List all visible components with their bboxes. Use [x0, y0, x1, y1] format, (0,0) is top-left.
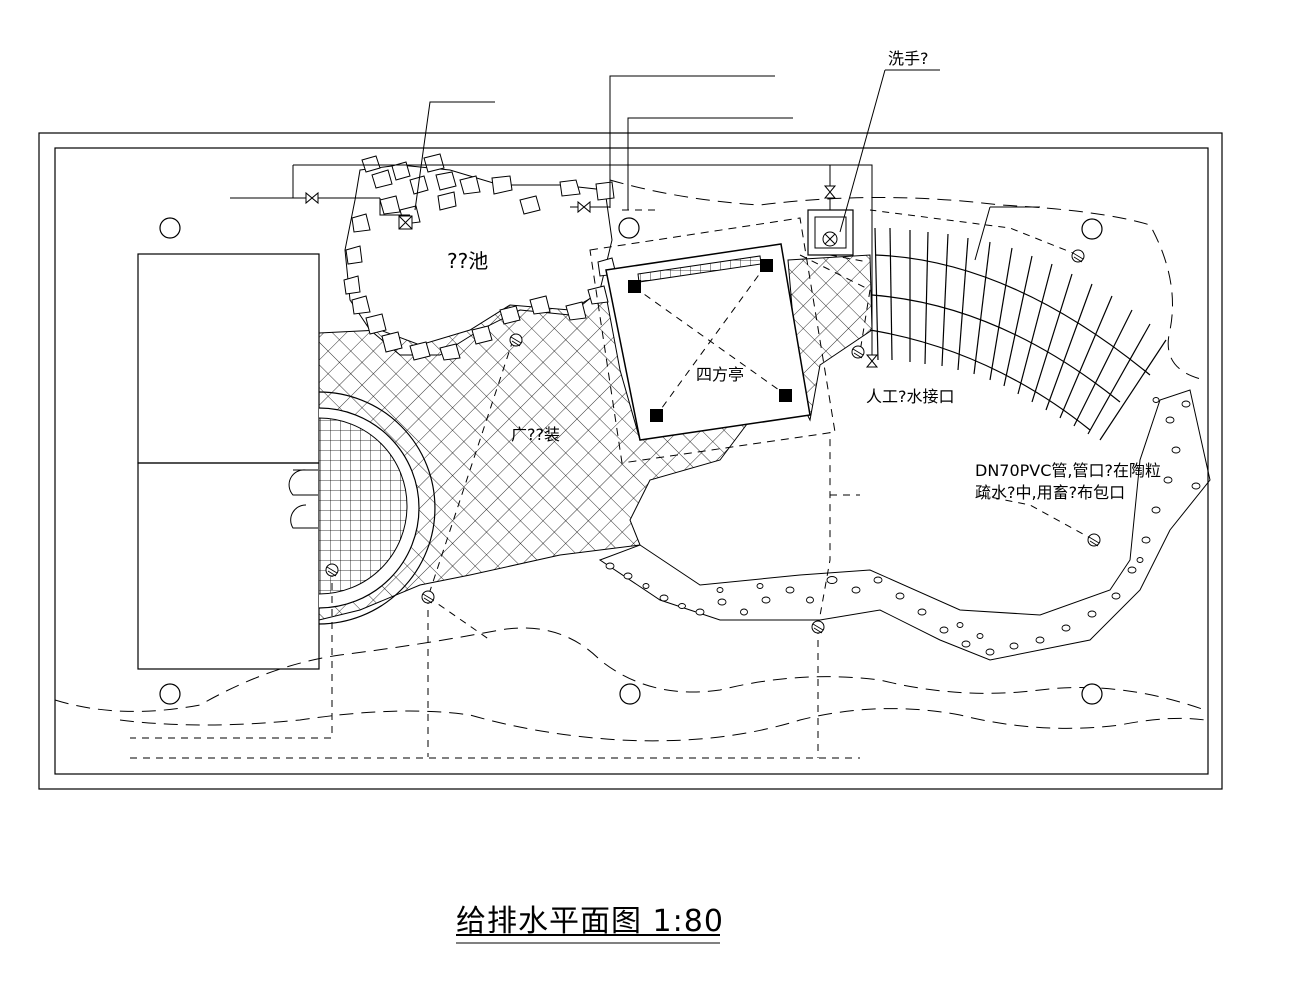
building-block-top	[137, 253, 320, 464]
round-plaza-outer	[318, 391, 436, 625]
hand-wash-label: 洗手?	[888, 49, 929, 68]
valves	[305, 185, 879, 368]
pavilion-diag-1	[633, 286, 787, 396]
gravel-path	[598, 389, 1211, 661]
pipe-note-line1: DN70PVC管,管口?在陶粒	[975, 461, 1161, 480]
inner-frame	[54, 147, 1209, 775]
corner-circles	[159, 217, 1103, 705]
water-inlet-label: 人工?水接口	[866, 387, 955, 406]
drawing-title: 给排水平面图 1:80	[456, 904, 724, 939]
pavilion-bench	[637, 255, 762, 283]
plaza-label: 广??装	[511, 425, 560, 444]
door-swing-1	[288, 469, 318, 496]
pavilion-dashed-roof	[589, 217, 836, 464]
pavilion-outline	[605, 243, 811, 441]
pipe-note-line2: 疏水?中,用畜?布包口	[975, 483, 1125, 502]
drain-pipes	[130, 209, 1095, 759]
outer-frame	[38, 132, 1223, 790]
pond-rocks	[343, 153, 617, 361]
plaza-paving	[318, 289, 752, 621]
pavilion-diag-2	[655, 264, 767, 417]
door-swing-2	[290, 504, 318, 529]
pavilion-label: 四方亭	[696, 365, 744, 384]
pergola	[869, 227, 1167, 441]
pavilion-columns	[628, 259, 792, 422]
lawn-edge-bottom-2	[119, 708, 1206, 742]
pebbles	[605, 397, 1201, 656]
pool-label: ??池	[447, 249, 488, 273]
leader-lines	[414, 69, 1040, 261]
round-plaza-grid	[318, 417, 408, 595]
